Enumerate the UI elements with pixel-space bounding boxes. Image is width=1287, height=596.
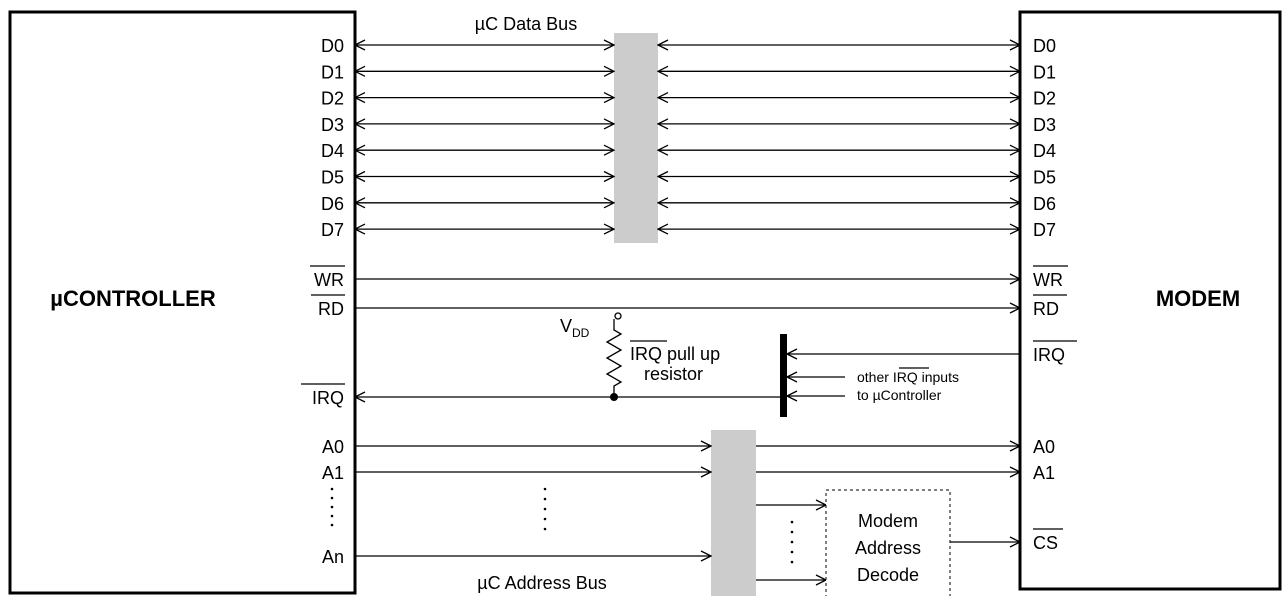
center-ellipsis-dot-0 xyxy=(543,487,547,491)
decode-ellipsis-dot-4 xyxy=(790,560,794,564)
right-irq-pin-label: IRQ xyxy=(1033,345,1065,365)
pullup-resistor xyxy=(605,319,623,398)
left-pin-label-d2: D2 xyxy=(321,89,344,109)
data-bus-lines xyxy=(355,45,1020,229)
left-pin-ellipsis-dot-4 xyxy=(330,523,334,527)
pullup-label-line2: resistor xyxy=(644,364,703,384)
irq-junction-dot xyxy=(610,393,618,401)
left-an-pin-label: An xyxy=(322,547,344,567)
center-ellipsis-dot-3 xyxy=(543,517,547,521)
ellipsis-dots xyxy=(330,487,794,564)
vdd-label: VDD xyxy=(560,316,590,340)
center-ellipsis-dot-2 xyxy=(543,507,547,511)
right-a0-pin-label: A0 xyxy=(1033,437,1055,457)
data-bus-label: µC Data Bus xyxy=(475,14,577,34)
microcontroller-title: µCONTROLLER xyxy=(50,286,216,311)
pullup-label-line1: IRQ pull up xyxy=(630,344,720,364)
decode-label-line3: Decode xyxy=(857,565,919,585)
modem-block xyxy=(1018,10,1282,591)
center-ellipsis-dot-4 xyxy=(543,527,547,531)
address-bus-bar xyxy=(711,430,756,596)
decode-ellipsis-dot-0 xyxy=(790,520,794,524)
irq-wired-or-bar xyxy=(780,334,787,417)
right-wr-pin-label: WR xyxy=(1033,270,1063,290)
right-pin-label-d7: D7 xyxy=(1033,220,1056,240)
left-pin-label-d0: D0 xyxy=(321,36,344,56)
left-pin-label-d3: D3 xyxy=(321,115,344,135)
vdd-terminal xyxy=(614,312,622,320)
left-pin-ellipsis-dot-3 xyxy=(330,514,334,518)
left-a0-pin-label: A0 xyxy=(322,437,344,457)
right-pin-label-d6: D6 xyxy=(1033,194,1056,214)
decode-ellipsis-dot-3 xyxy=(790,550,794,554)
left-wr-pin-label: WR xyxy=(314,270,344,290)
decode-label-line2: Address xyxy=(855,538,921,558)
left-pin-label-d5: D5 xyxy=(321,168,344,188)
left-pin-ellipsis-dot-0 xyxy=(330,487,334,491)
modem-title: MODEM xyxy=(1156,286,1240,311)
left-pin-ellipsis-dot-2 xyxy=(330,505,334,509)
right-cs-pin-label: CS xyxy=(1033,533,1058,553)
right-pin-label-d5: D5 xyxy=(1033,168,1056,188)
right-pin-label-d2: D2 xyxy=(1033,89,1056,109)
address-decode-block xyxy=(825,489,951,596)
right-pin-label-d3: D3 xyxy=(1033,115,1056,135)
right-rd-pin-label: RD xyxy=(1033,299,1059,319)
microcontroller-block xyxy=(8,10,357,595)
other-irq-label-line1: other IRQ inputs xyxy=(857,369,959,385)
address-bus-label: µC Address Bus xyxy=(477,573,606,593)
right-pin-label-d0: D0 xyxy=(1033,36,1056,56)
left-pin-label-d7: D7 xyxy=(321,220,344,240)
other-irq-label-line2: to µController xyxy=(857,387,942,403)
left-irq-pin-label: IRQ xyxy=(312,388,344,408)
left-pin-label-d1: D1 xyxy=(321,62,344,82)
decode-label-line1: Modem xyxy=(858,511,918,531)
left-pin-label-d6: D6 xyxy=(321,194,344,214)
right-pin-label-d1: D1 xyxy=(1033,62,1056,82)
center-ellipsis-dot-1 xyxy=(543,497,547,501)
left-pin-label-d4: D4 xyxy=(321,141,344,161)
decode-ellipsis-dot-2 xyxy=(790,540,794,544)
right-pin-label-d4: D4 xyxy=(1033,141,1056,161)
left-pin-ellipsis-dot-1 xyxy=(330,496,334,500)
decode-ellipsis-dot-1 xyxy=(790,530,794,534)
left-rd-pin-label: RD xyxy=(318,299,344,319)
left-a1-pin-label: A1 xyxy=(322,463,344,483)
right-a1-pin-label: A1 xyxy=(1033,463,1055,483)
data-bus-bar xyxy=(614,33,658,243)
